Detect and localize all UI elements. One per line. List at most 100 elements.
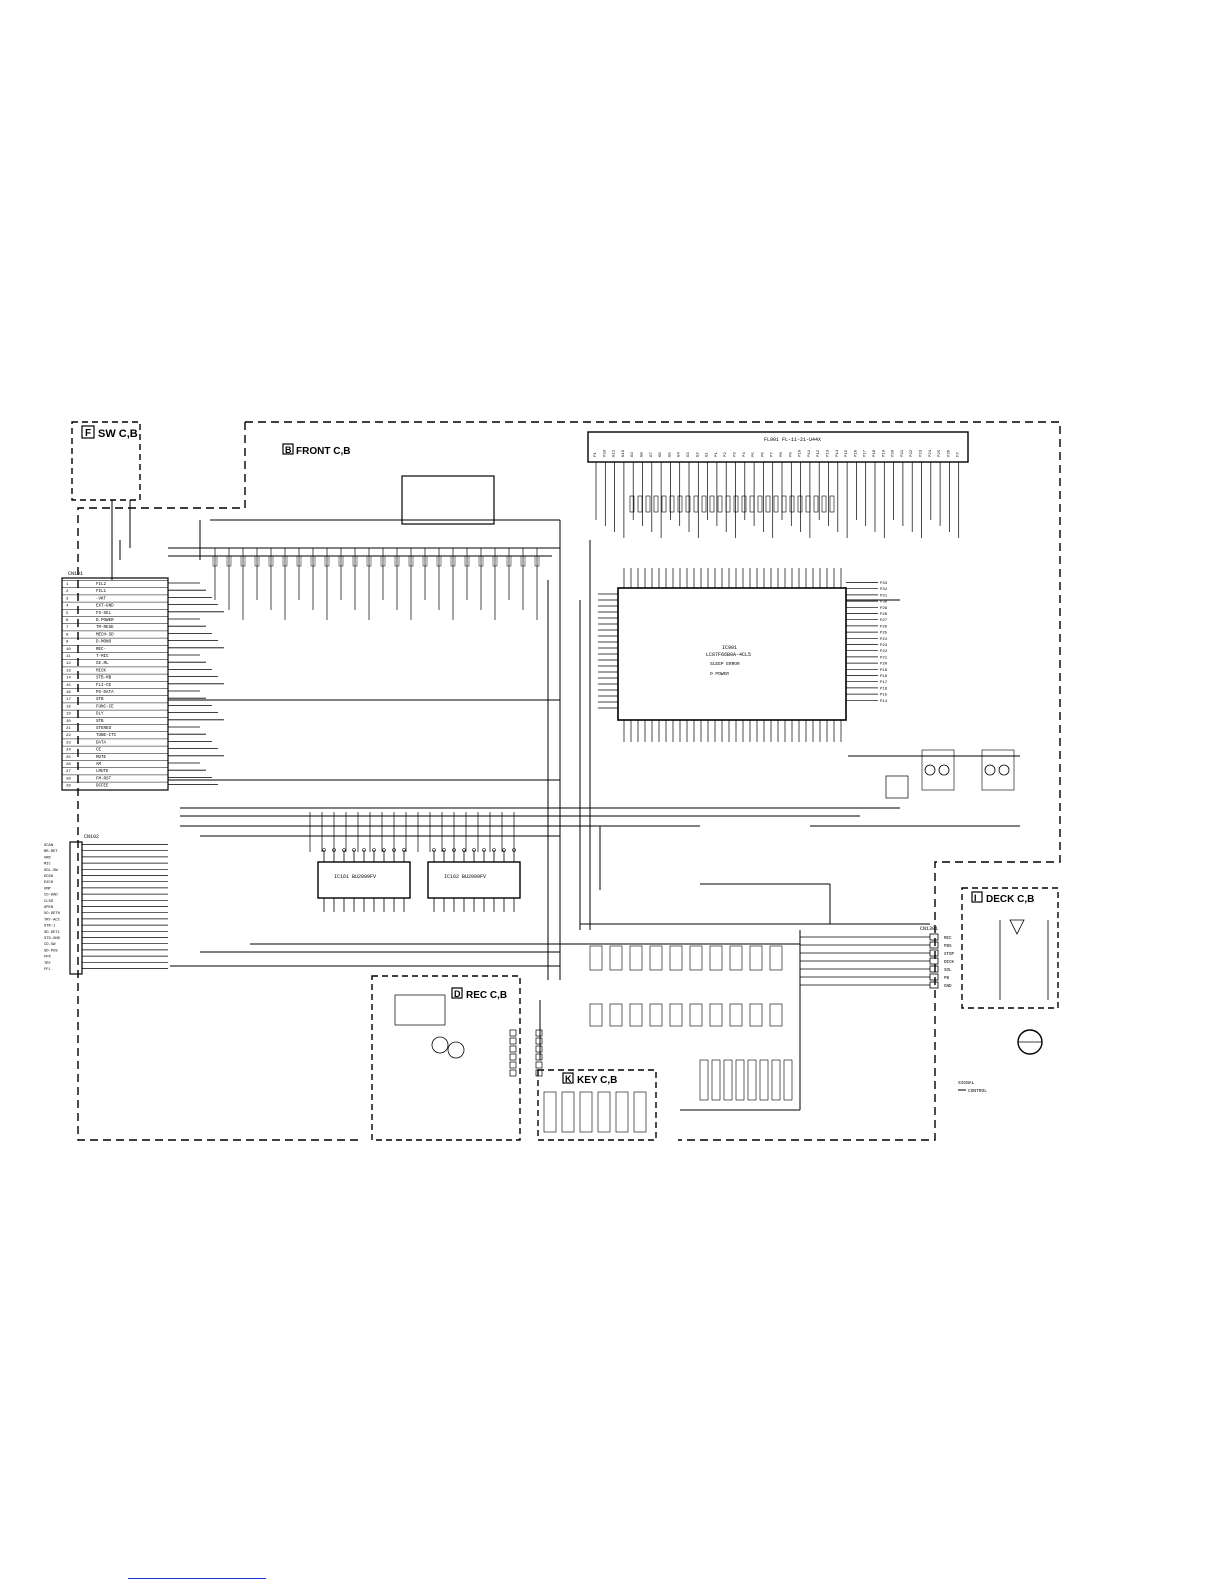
legend-signal: SIGNAL bbox=[958, 1080, 975, 1086]
cn101-pin-label: STB bbox=[96, 720, 104, 724]
deck-pin-label: DECK bbox=[944, 961, 955, 965]
deck-pin-label: SOL bbox=[944, 969, 952, 973]
fl-display-pin: P33 bbox=[603, 449, 607, 457]
cn101-pin-label: FIL1 bbox=[96, 590, 107, 594]
cn101-pin-label: AM bbox=[96, 763, 102, 767]
cn101-pin-number: 23 bbox=[66, 741, 71, 745]
main-ic-right-pin: P19 bbox=[880, 669, 888, 673]
main-ic-right-pin: P20 bbox=[880, 663, 888, 667]
cn101-pin-number: 18 bbox=[66, 705, 71, 709]
cn101-pin-number: 22 bbox=[66, 734, 71, 738]
fl-display-pin: P21 bbox=[901, 449, 905, 457]
fl-display-pin: P15 bbox=[845, 449, 849, 457]
cn101-pin-label: -VKT bbox=[96, 597, 107, 601]
cn101-pin-label: DATA bbox=[96, 741, 107, 745]
rec-board-letter: D bbox=[454, 989, 461, 999]
cn102-pin-label: CLSD bbox=[44, 900, 54, 904]
main-ic-right-pin: P15 bbox=[880, 694, 888, 698]
motor-symbol bbox=[1017, 1029, 1043, 1055]
deck-pin-label: PB bbox=[944, 977, 950, 981]
main-ic-right-pin: P24 bbox=[880, 638, 888, 642]
front-board-letter: B bbox=[285, 445, 292, 455]
fl-display-pin: F1 bbox=[594, 452, 598, 457]
main-ic-right-pin: P31 bbox=[880, 594, 888, 598]
cn101-pin-label: D.POWER bbox=[96, 619, 114, 623]
cn101-pin-number: 4 bbox=[66, 605, 69, 609]
deck-board-outline bbox=[961, 887, 1059, 1009]
key-board-title: KEY C,B bbox=[577, 1075, 617, 1086]
cn101-pin-label: DLY bbox=[96, 713, 104, 717]
cn101-pin-number: 2 bbox=[66, 590, 69, 594]
ic162-label: IC162 BU2099FV bbox=[444, 874, 486, 880]
fl-display-pin: P20 bbox=[892, 449, 896, 457]
cn101-pin-number: 27 bbox=[66, 770, 71, 774]
fl-display-pin: P18 bbox=[873, 449, 877, 457]
cn101-pin-label: FM-RST bbox=[96, 777, 112, 781]
cn102-label: CN102 bbox=[84, 834, 99, 840]
deck-board-letter: I bbox=[974, 893, 977, 903]
cn101-pin-label: DCFEE bbox=[96, 785, 109, 789]
main-ic-right-pin: P27 bbox=[880, 619, 888, 623]
cn101-pin-number: 1 bbox=[66, 583, 69, 587]
cn101-pin-number: 15 bbox=[66, 684, 71, 688]
fl-display-pin: G11 bbox=[613, 449, 617, 457]
cn102-pin-label: EXCH bbox=[44, 881, 53, 885]
ic162-body bbox=[427, 861, 521, 899]
footer-link-underline bbox=[128, 1578, 266, 1579]
cn101-pin-number: 8 bbox=[66, 633, 69, 637]
cn101-pin-number: 12 bbox=[66, 662, 71, 666]
fl-display-pin: P6 bbox=[761, 452, 765, 457]
fl-display-pin: P1 bbox=[715, 452, 719, 457]
main-ic-right-pin: P28 bbox=[880, 613, 888, 617]
cn101-pin-label: FIL2 bbox=[96, 583, 107, 587]
main-ic-right-pin: P33 bbox=[880, 582, 888, 586]
cn102-pin-label: STD-GND bbox=[44, 937, 61, 941]
cn101-pin-number: 13 bbox=[66, 669, 71, 673]
main-ic-label: IC901 bbox=[722, 645, 737, 651]
key-board-letter: K bbox=[565, 1074, 572, 1084]
fl-display-pin: P23 bbox=[920, 449, 924, 457]
cn101-pin-label: PS-DATA bbox=[96, 691, 114, 695]
key-board-outline bbox=[537, 1069, 657, 1141]
sw-board-outline bbox=[71, 421, 141, 501]
main-ic-note-1: SLEEP ERROR bbox=[710, 661, 740, 667]
fl-display-pin: P11 bbox=[808, 449, 812, 457]
cn102-pin-label: MIC bbox=[44, 863, 52, 867]
fl-display-pin: F2 bbox=[957, 452, 961, 457]
cn102-pin-label: SOL-SW bbox=[44, 869, 58, 873]
fl-display-pin: G9 bbox=[631, 452, 635, 457]
cn102-pin-label: SD-DET1 bbox=[44, 931, 61, 935]
cn102-pin-label: STR-1 bbox=[44, 925, 56, 929]
cn101-pin-number: 10 bbox=[66, 648, 71, 652]
main-ic-right-pin: P25 bbox=[880, 632, 888, 636]
main-ic-right-pin: P14 bbox=[880, 700, 888, 704]
cn101-pin-number: 20 bbox=[66, 720, 71, 724]
fl-display-pin: P14 bbox=[836, 449, 840, 457]
cn102-pin-label: FPX bbox=[44, 956, 52, 960]
cn101-pin-number: 3 bbox=[66, 597, 69, 601]
cn101-pin-number: 24 bbox=[66, 749, 71, 753]
fl-display-pin: P16 bbox=[854, 449, 858, 457]
cn101-pin-label: STEREO bbox=[96, 727, 112, 731]
fl-display-pin: P2 bbox=[724, 452, 728, 457]
power-module bbox=[401, 475, 495, 525]
cn101-pin-label: D-MONO bbox=[96, 641, 112, 645]
cn101-pin-number: 21 bbox=[66, 727, 71, 731]
main-ic-right-pin: P30 bbox=[880, 601, 888, 605]
main-ic-right-pin: P18 bbox=[880, 675, 888, 679]
main-ic-right-pin: P21 bbox=[880, 656, 888, 660]
cn101-pin-label: CE bbox=[96, 749, 102, 753]
fl-display-body bbox=[587, 431, 969, 463]
cn102-pin-label: TRY-ACC bbox=[44, 918, 61, 922]
cn101-pin-label: LMUTE bbox=[96, 770, 109, 774]
cn101-pin-number: 19 bbox=[66, 713, 71, 717]
cn101-pin-label: STB bbox=[96, 698, 104, 702]
cn101-pin-number: 25 bbox=[66, 756, 71, 760]
fl-display-pin: P10 bbox=[799, 449, 803, 457]
main-ic-right-pin: P26 bbox=[880, 625, 888, 629]
cn102-pin-label: ED38 bbox=[44, 875, 54, 879]
main-ic-note-2: O POWER bbox=[710, 671, 729, 677]
main-ic-right-pin: P17 bbox=[880, 681, 888, 685]
legend-control: CONTROL bbox=[968, 1088, 987, 1094]
fl-display-pin: P9 bbox=[789, 452, 793, 457]
